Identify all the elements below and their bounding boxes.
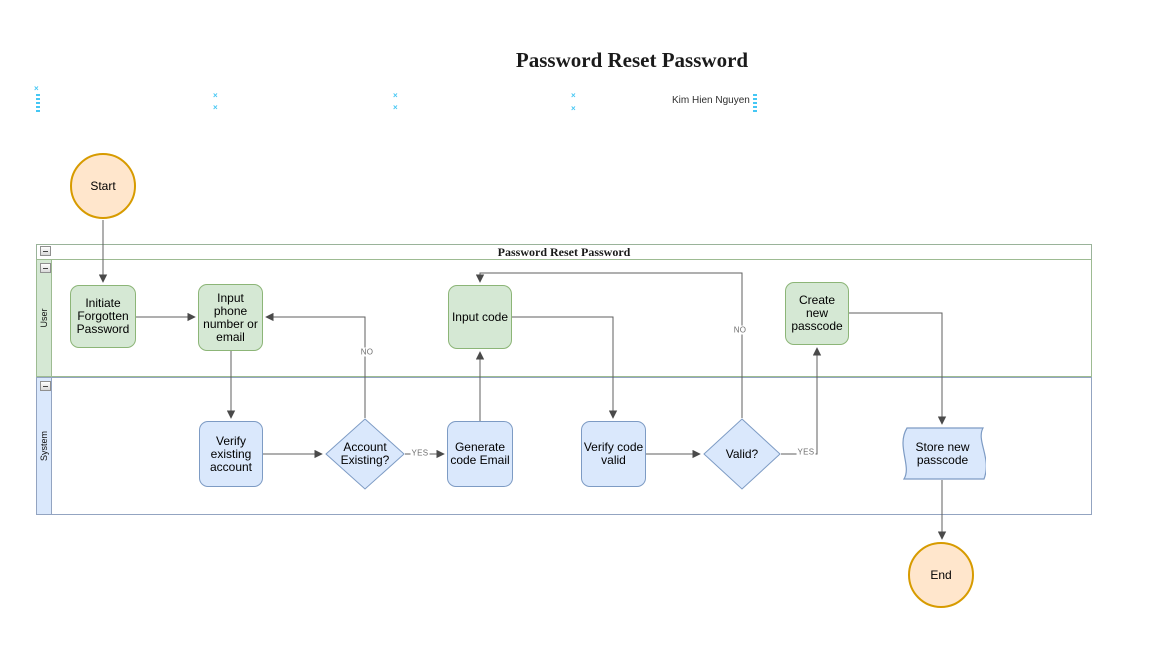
node-label: Input phone number or email (203, 290, 258, 344)
edge-label-no[interactable]: NO (359, 347, 375, 357)
node-verify-code-valid[interactable]: Verify code valid (581, 421, 646, 487)
node-label: Input code (451, 309, 509, 324)
edge-label-yes[interactable]: YES (410, 448, 430, 458)
node-start[interactable]: Start (70, 153, 136, 219)
lane-user-strip[interactable]: User (37, 260, 52, 376)
node-end-label: End (930, 568, 952, 582)
lane-user[interactable]: User (36, 259, 1092, 377)
document-shape (902, 427, 986, 480)
node-label: Initiate Forgotten Password (76, 296, 130, 336)
page-title: Password Reset Password (515, 48, 749, 72)
anchor-x-icon: × (393, 91, 398, 100)
node-label: Verify code valid (583, 440, 644, 467)
node-input-phone-or-email[interactable]: Input phone number or email (198, 284, 263, 351)
collapse-lane-system-button[interactable] (40, 381, 51, 391)
anchor-bar-icon (36, 93, 40, 112)
author-name: Kim Hien Nguyen (672, 95, 750, 106)
anchor-x-icon: × (34, 84, 39, 93)
node-account-existing-decision[interactable]: Account Existing? (325, 418, 405, 490)
anchor-bar-icon (753, 92, 757, 112)
anchor-x-icon: × (571, 91, 576, 100)
edge-label-no[interactable]: NO (732, 325, 748, 335)
diamond-shape (703, 418, 781, 490)
node-create-new-passcode[interactable]: Create new passcode (785, 282, 849, 345)
node-label: Verify existing account (209, 433, 253, 474)
lane-user-label: User (39, 308, 49, 328)
diamond-shape (325, 418, 405, 490)
node-generate-code-email[interactable]: Generate code Email (447, 421, 513, 487)
edge-label-yes[interactable]: YES (796, 447, 816, 457)
lane-system-label: System (39, 431, 49, 462)
node-valid-decision[interactable]: Valid? (703, 418, 781, 490)
pool-title: Password Reset Password (497, 245, 631, 259)
node-verify-existing-account[interactable]: Verify existing account (199, 421, 263, 487)
node-label: Valid? (725, 446, 759, 461)
node-label: Generate code Email (450, 440, 510, 467)
lane-system-strip[interactable]: System (37, 378, 52, 514)
node-label: Store new passcode (915, 439, 970, 467)
anchor-x-icon: × (213, 91, 218, 100)
anchor-x-icon: × (571, 104, 576, 113)
anchor-x-icon: × (213, 103, 218, 112)
node-store-new-passcode[interactable]: Store new passcode (899, 427, 986, 480)
collapse-lane-user-button[interactable] (40, 263, 51, 273)
anchor-x-icon: × (393, 103, 398, 112)
collapse-pool-button[interactable] (40, 246, 51, 256)
node-label: Create new passcode (791, 293, 843, 333)
node-input-code[interactable]: Input code (448, 285, 512, 349)
node-start-label: Start (90, 179, 116, 193)
node-end[interactable]: End (908, 542, 974, 608)
pool-header[interactable]: Password Reset Password (36, 244, 1092, 260)
node-label: Account Existing? (340, 440, 390, 467)
node-initiate-forgotten-password[interactable]: Initiate Forgotten Password (70, 285, 136, 348)
